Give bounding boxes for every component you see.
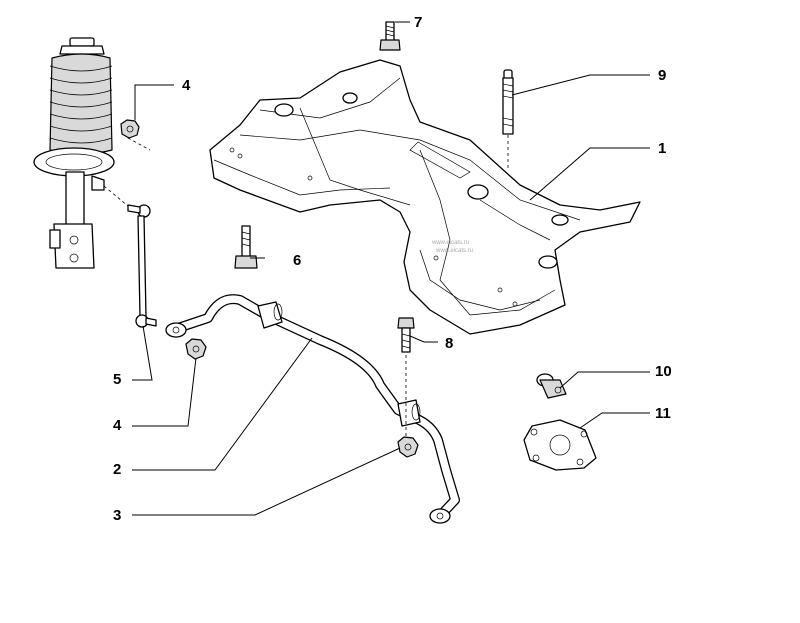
callout-8: 8 [445,335,453,352]
stabilizer-bar [165,294,460,524]
callout-6: 6 [293,252,301,269]
bolt-8 [397,317,415,353]
callout-11: 11 [655,405,671,422]
nut-bar [397,436,419,458]
callout-7: 7 [414,14,422,31]
svg-text:www.elcats.ru: www.elcats.ru [431,240,469,246]
stud-9 [502,69,514,135]
plate-11 [523,419,597,471]
callout-9: 9 [658,67,666,84]
callout-1: 1 [658,140,666,157]
nut-upper [120,119,140,139]
callout-4-upper: 4 [182,77,191,94]
nut-lower [185,338,207,360]
callout-2: 2 [113,461,121,478]
svg-text:www.elcats.ru: www.elcats.ru [435,248,473,254]
bolt-6 [234,225,258,269]
stabilizer-link [127,204,157,328]
callout-5: 5 [113,371,121,388]
suspension-strut [33,37,115,269]
bolt-7 [379,21,401,51]
leader-lines [132,21,650,516]
callout-4-lower: 4 [113,417,122,434]
subframe-crossmember: www.elcats.ru www.elcats.ru [209,59,641,335]
fitting-10 [536,373,567,399]
callout-3: 3 [113,507,121,524]
callout-10: 10 [655,363,672,380]
